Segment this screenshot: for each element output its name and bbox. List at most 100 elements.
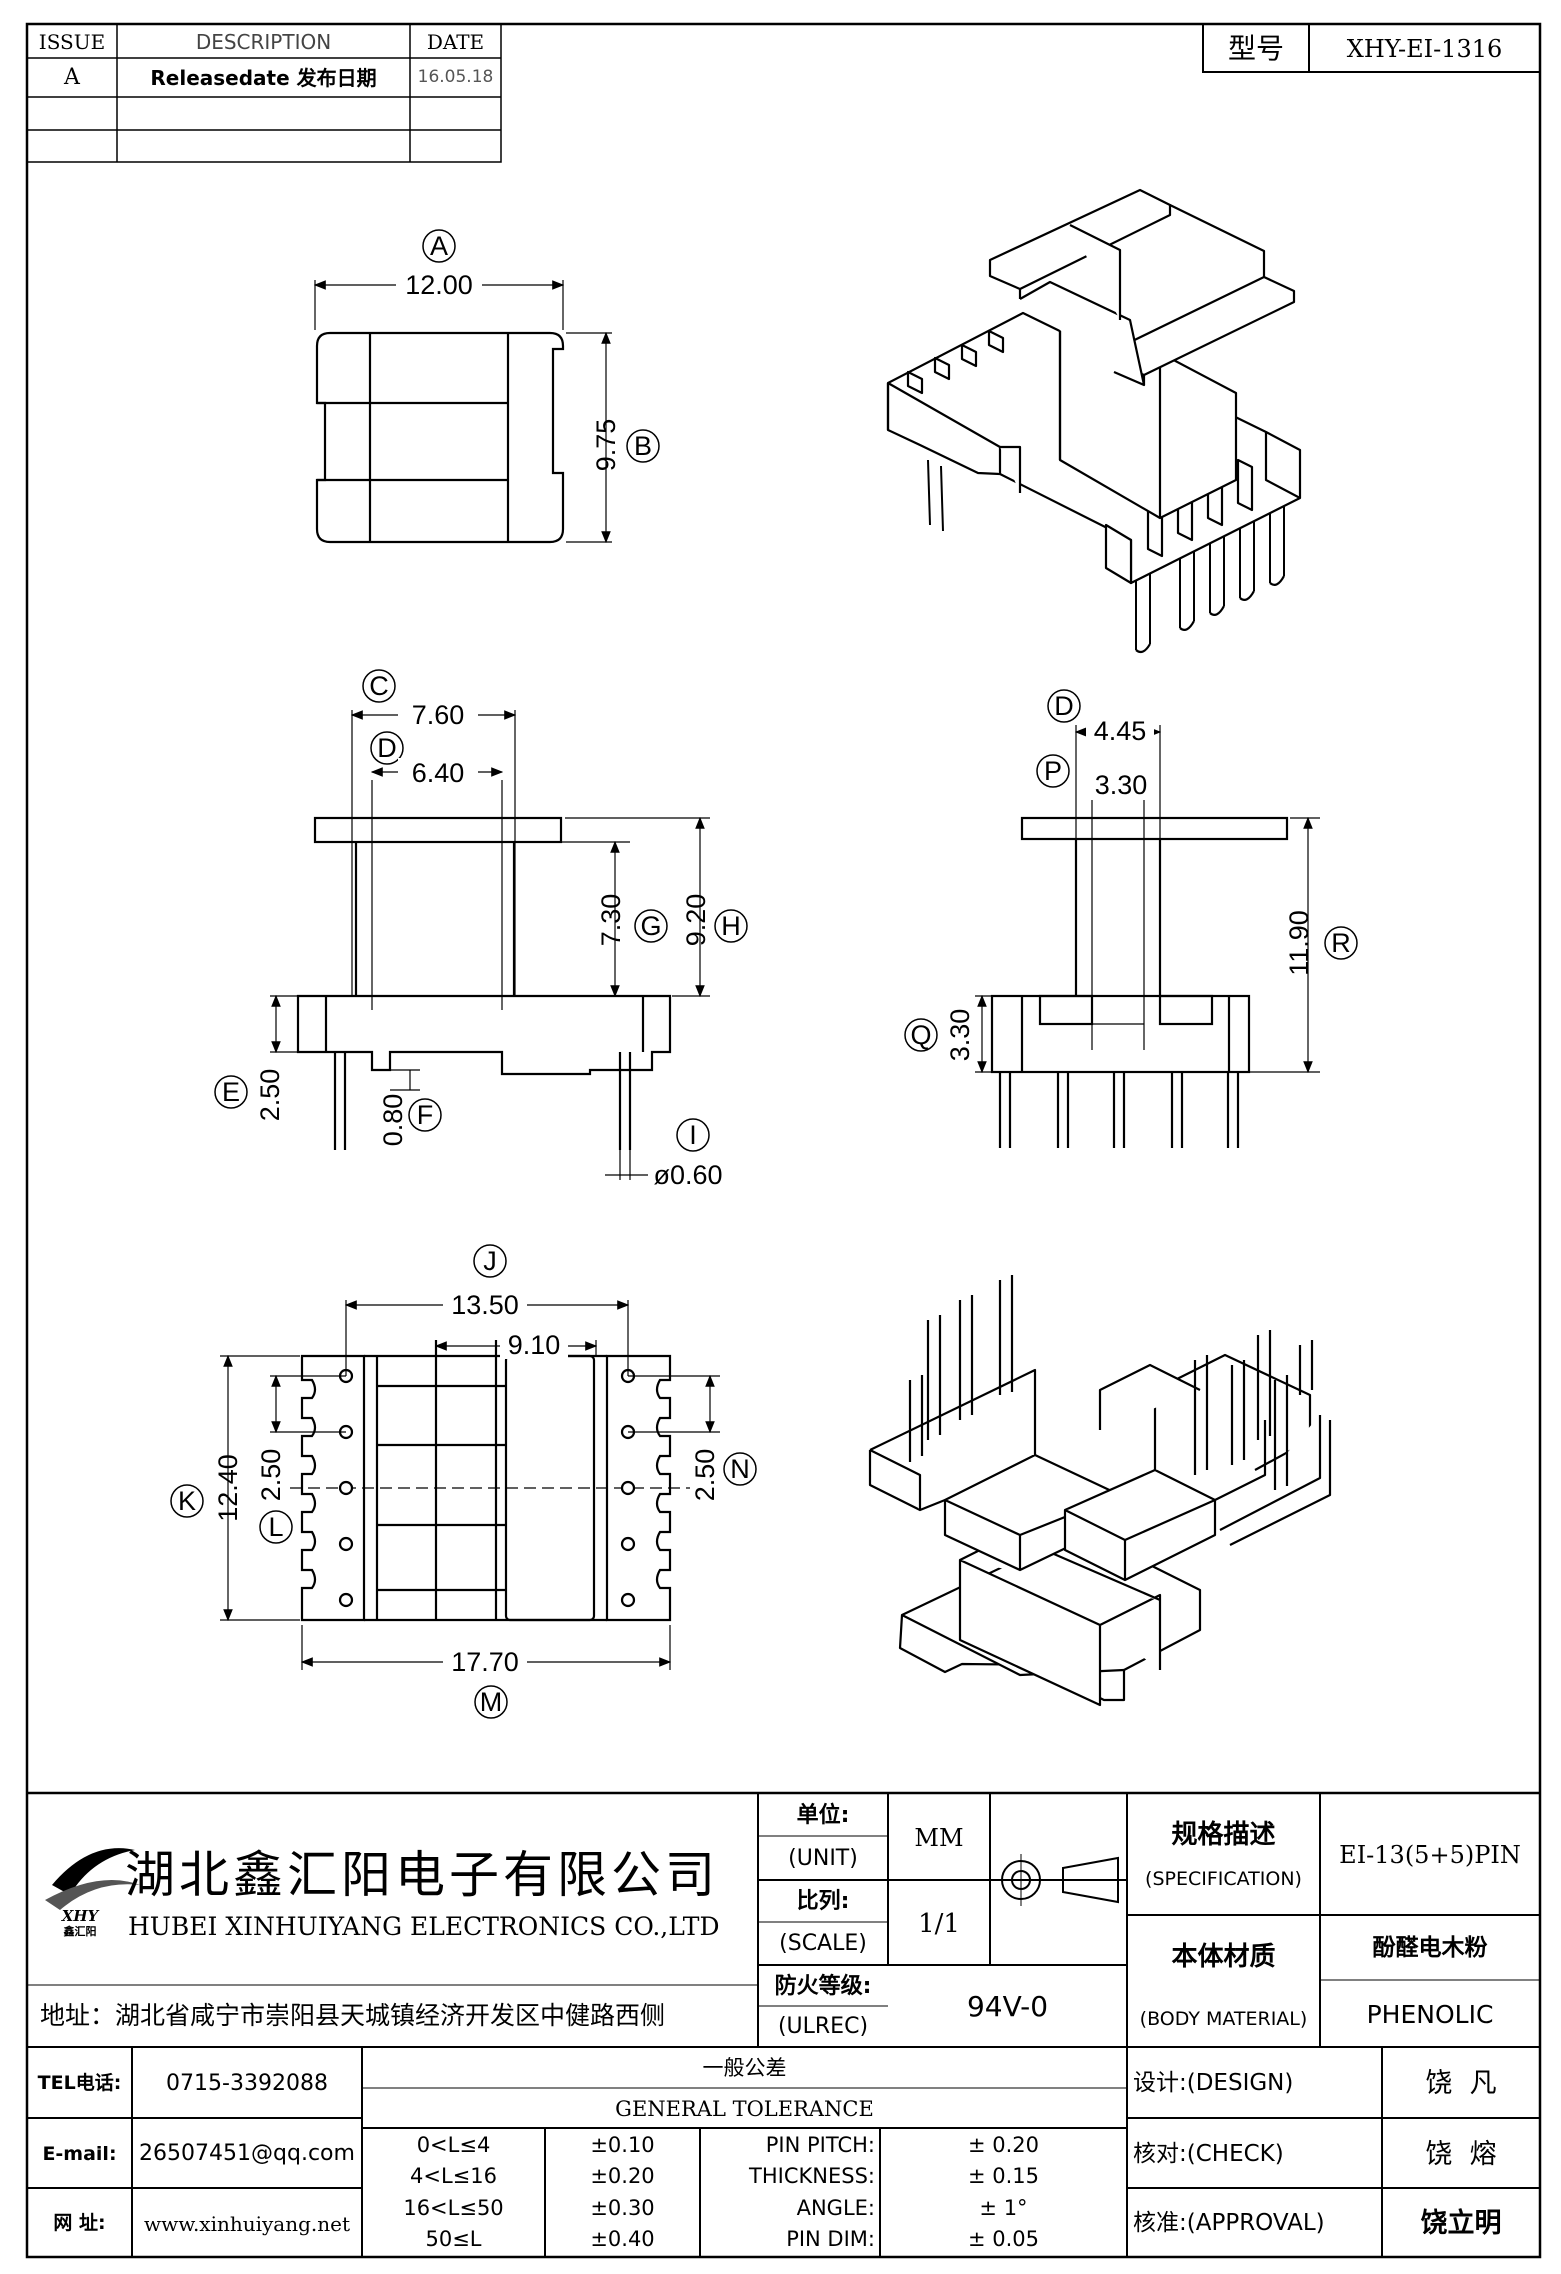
dim-b: 9.75 — [590, 418, 621, 472]
tolerance-range-1: 0<L≤4 — [416, 2133, 491, 2157]
unit-label-cn: 单位: — [796, 1802, 850, 1828]
spec-label-en: (SPECIFICATION) — [1145, 1867, 1302, 1890]
tel-label: TEL电话: — [37, 2072, 122, 2094]
material-label-cn: 本体材质 — [1171, 1942, 1276, 1972]
scale-label-en: (SCALE) — [779, 1931, 867, 1956]
label-q: Q — [910, 1019, 932, 1050]
pin-spec-value-4: ± 0.05 — [967, 2227, 1040, 2251]
unit-label-en: (UNIT) — [788, 1846, 858, 1871]
dim-d-side: 4.45 — [1086, 716, 1154, 746]
isometric-view-top — [886, 188, 1302, 654]
label-d-front: D — [377, 732, 397, 763]
label-a: A — [429, 230, 448, 261]
check-value: 饶 熔 — [1425, 2138, 1497, 2170]
email-label: E-mail: — [42, 2142, 117, 2165]
email-value: 26507451@qq.com — [139, 2141, 355, 2166]
tolerance-value-2: ±0.20 — [590, 2164, 655, 2188]
dim-n: 2.50 — [689, 1448, 720, 1502]
pin-spec-value-1: ± 0.20 — [967, 2133, 1040, 2157]
dim-a: 12.00 — [396, 270, 482, 300]
label-l: L — [268, 1511, 284, 1542]
material-label-en: (BODY MATERIAL) — [1139, 2007, 1308, 2030]
logo-text: XHY — [61, 1906, 99, 1925]
revision-header-issue: ISSUE — [38, 30, 106, 54]
dim-r: 11.90 — [1283, 910, 1314, 976]
company-logo-icon — [45, 1848, 140, 1910]
label-h: H — [721, 910, 741, 941]
pin-spec-value-2: ± 0.15 — [967, 2164, 1040, 2188]
tolerance-value-3: ±0.30 — [590, 2195, 655, 2220]
side-view — [904, 689, 1358, 1148]
pin-spec-label-1: PIN PITCH: — [765, 2133, 875, 2157]
label-j: J — [483, 1245, 497, 1276]
model-label: 型号 — [1227, 32, 1284, 65]
tolerance-range-3: 16<L≤50 — [403, 2195, 504, 2220]
flame-label-cn: 防火等级: — [774, 1973, 872, 1999]
dim-j: 13.50 — [443, 1290, 527, 1320]
label-c: C — [369, 670, 389, 701]
design-label: 设计:(DESIGN) — [1133, 2070, 1294, 2096]
spec-label-cn: 规格描述 — [1171, 1820, 1276, 1850]
dim-p: 3.30 — [1086, 770, 1156, 800]
label-e: E — [221, 1076, 240, 1107]
label-b: B — [633, 430, 652, 461]
web-label: 网 址: — [53, 2212, 106, 2234]
revision-table-grid — [26, 23, 502, 163]
dim-d-front: 6.40 — [398, 758, 478, 788]
scale-value: 1/1 — [918, 1908, 960, 1939]
company-name-en: HUBEI XINHUIYANG ELECTRONICS CO.,LTD — [128, 1911, 720, 1941]
tolerance-title-en: GENERAL TOLERANCE — [615, 2096, 874, 2121]
pin-spec-value-3: ± 1° — [979, 2195, 1028, 2220]
spec-value: EI-13(5+5)PIN — [1339, 1841, 1521, 1869]
isometric-view-bottom — [868, 1275, 1332, 1707]
dim-k: 12.40 — [212, 1454, 243, 1522]
title-block-grid — [27, 1793, 1540, 2257]
check-label: 核对:(CHECK) — [1133, 2140, 1284, 2167]
unit-value: MM — [914, 1823, 964, 1852]
web-value: www.xinhuiyang.net — [143, 2211, 351, 2236]
label-n: N — [730, 1453, 750, 1484]
dim-q: 3.30 — [944, 1008, 975, 1062]
tolerance-title-cn: 一般公差 — [702, 2056, 787, 2080]
tolerance-range-4: 50≤L — [425, 2227, 482, 2251]
pin-spec-label-4: PIN DIM: — [786, 2227, 875, 2251]
projection-symbol-icon — [995, 1854, 1125, 1906]
flame-value: 94V-0 — [966, 1990, 1049, 2023]
label-r: R — [1331, 927, 1351, 958]
revision-issue-value: A — [64, 64, 80, 90]
front-view — [214, 669, 748, 1180]
dim-c: 7.60 — [398, 700, 478, 730]
tolerance-value-4: ±0.40 — [590, 2227, 655, 2251]
dim-h: 9.20 — [680, 893, 711, 947]
company-name-cn: 湖北鑫汇阳电子有限公司 — [125, 1846, 719, 1904]
pin-spec-label-2: THICKNESS: — [749, 2164, 875, 2188]
revision-description-value: Releasedate 发布日期 — [150, 65, 377, 90]
scale-label-cn: 比列: — [796, 1889, 850, 1914]
pin-spec-label-3: ANGLE: — [796, 2195, 875, 2220]
label-m: M — [479, 1686, 503, 1717]
tel-value: 0715-3392088 — [166, 2070, 328, 2096]
dim-f: 0.80 — [377, 1093, 408, 1147]
label-d-side: D — [1054, 690, 1074, 721]
company-address: 地址：湖北省咸宁市崇阳县天城镇经济开发区中健路西侧 — [40, 2000, 666, 2030]
approval-label: 核准:(APPROVAL) — [1133, 2210, 1325, 2236]
dim-l: 2.50 — [255, 1448, 286, 1502]
dim-m: 17.70 — [443, 1647, 527, 1677]
revision-date-value: 16.05.18 — [417, 67, 494, 87]
approval-value: 饶立明 — [1420, 2208, 1502, 2239]
revision-header-date: DATE — [426, 30, 485, 54]
label-i: I — [689, 1119, 697, 1150]
model-box-frame — [1202, 23, 1541, 73]
top-view — [313, 229, 660, 544]
tolerance-range-2: 4<L≤16 — [410, 2164, 497, 2188]
revision-header-description: DESCRIPTION — [195, 30, 332, 54]
label-g: G — [640, 910, 662, 941]
label-k: K — [177, 1485, 196, 1516]
label-p: P — [1043, 755, 1062, 786]
material-value-cn: 酚醛电木粉 — [1372, 1935, 1488, 1961]
tolerance-value-1: ±0.10 — [590, 2133, 655, 2157]
dim-g: 7.30 — [595, 893, 626, 947]
material-value-en: PHENOLIC — [1366, 2000, 1494, 2029]
label-f: F — [416, 1099, 434, 1130]
